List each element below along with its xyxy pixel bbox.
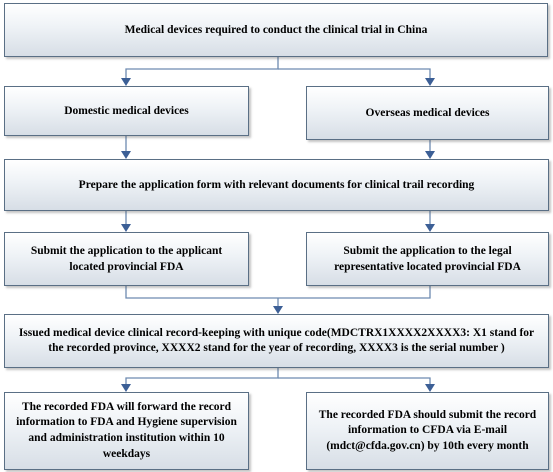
box-domestic-devices-text: Domestic medical devices (64, 104, 189, 117)
box-submit-cfda-email: The recorded FDA should submit the recor… (306, 392, 549, 470)
arrowhead-to-applicant (121, 224, 131, 232)
box-medical-devices-required: Medical devices required to conduct the … (4, 3, 548, 57)
box-submit-cfda-email-text: The recorded FDA should submit the recor… (318, 408, 537, 452)
box-submit-legal-rep-fda: Submit the application to the legal repr… (306, 232, 549, 286)
box-overseas-devices: Overseas medical devices (306, 86, 549, 140)
connector-top-split-right (278, 68, 431, 80)
arrowhead-to-cfda (425, 384, 435, 392)
arrowhead-to-legal (425, 224, 435, 232)
box-issued-record-code-text: Issued medical device clinical record-ke… (18, 327, 535, 354)
box-prepare-application-text: Prepare the application form with releva… (78, 178, 475, 191)
arrowhead-to-domestic (121, 78, 131, 86)
box-submit-applicant-fda: Submit the application to the applicant … (4, 232, 249, 286)
box-prepare-application: Prepare the application form with releva… (4, 159, 549, 211)
box-medical-devices-required-text: Medical devices required to conduct the … (124, 23, 428, 36)
box-submit-legal-rep-fda-text: Submit the application to the legal repr… (334, 244, 521, 273)
arrowhead-to-overseas (425, 78, 435, 86)
connector-submits-merge (125, 286, 431, 299)
box-domestic-devices: Domestic medical devices (4, 86, 249, 136)
box-forward-record-info: The recorded FDA will forward the record… (4, 392, 249, 470)
box-forward-record-info-text: The recorded FDA will forward the record… (16, 400, 237, 460)
connector-top-split (125, 57, 279, 80)
connector-issued-split (125, 368, 279, 385)
arrowhead-overseas-to-prepare (425, 151, 435, 159)
connector-issued-split-right (278, 377, 431, 385)
box-issued-record-code: Issued medical device clinical record-ke… (4, 314, 549, 368)
arrowhead-to-issued (273, 306, 283, 314)
arrowhead-domestic-to-prepare (121, 151, 131, 159)
box-submit-applicant-fda-text: Submit the application to the applicant … (30, 244, 223, 273)
arrowhead-to-forward (121, 384, 131, 392)
box-overseas-devices-text: Overseas medical devices (365, 106, 490, 119)
